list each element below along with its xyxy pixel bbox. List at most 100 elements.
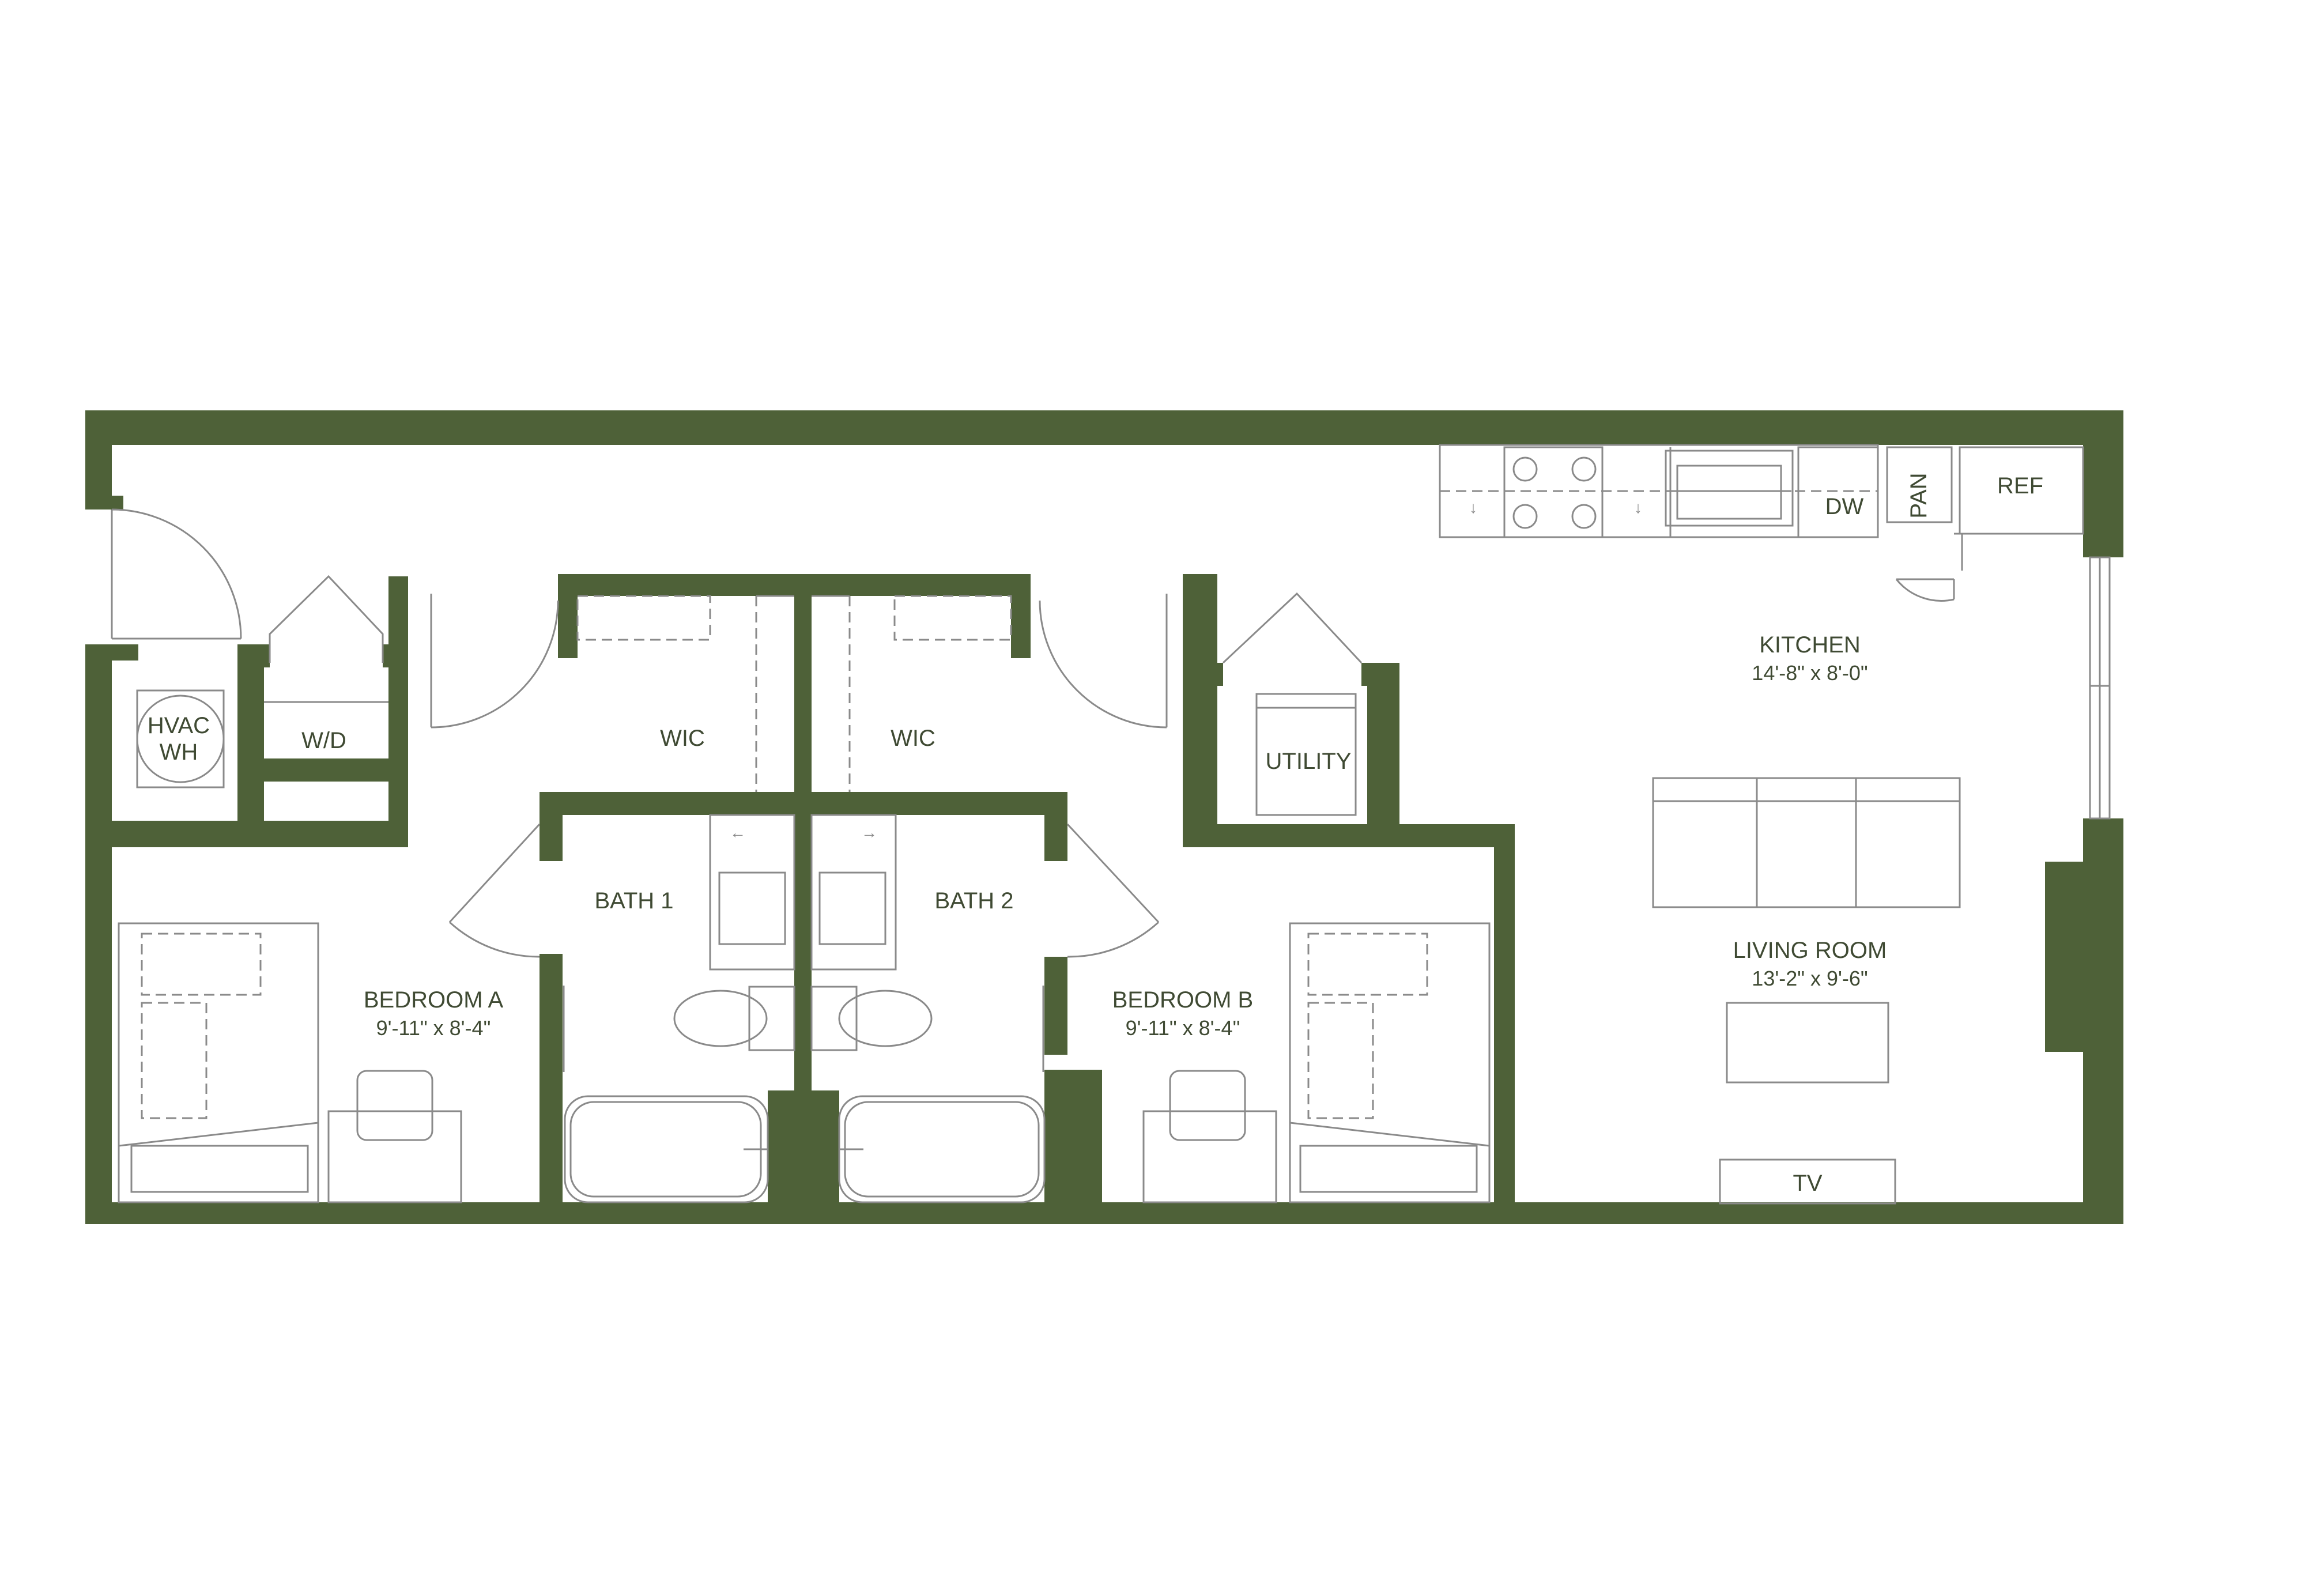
jamb-utility-right [1361, 663, 1367, 686]
arrow-icon: ↓ [1469, 499, 1477, 516]
wall-chase [768, 1090, 839, 1202]
bath2-tub[interactable] [838, 1095, 1046, 1203]
doors [111, 508, 1955, 1072]
bath2-door[interactable] [1066, 823, 1160, 958]
wic-shelves [576, 595, 1012, 792]
wall-utility-right [1367, 663, 1399, 830]
bath1-door[interactable] [448, 823, 541, 958]
wall-wic-right-stub [1011, 574, 1031, 658]
service-fixtures [136, 689, 1357, 816]
wic-right-door[interactable] [1039, 594, 1168, 729]
fireplace-pier [2045, 862, 2097, 1052]
bedroom-b-dim: 9'-11" x 8'-4" [1126, 1016, 1240, 1040]
wall-laundry-shelf [254, 758, 408, 782]
coffee-table [1726, 1002, 1889, 1084]
bedroom-a-furniture [118, 922, 462, 1203]
desk-a [327, 1110, 462, 1203]
bedroom-a-name: BEDROOM A [364, 987, 504, 1013]
hvac-unit [136, 689, 225, 788]
wall-bottom [85, 1202, 2123, 1224]
bath2-toilet-tank [810, 986, 858, 1051]
jamb-wd-left [264, 644, 270, 667]
living-furniture: TV [1652, 777, 1961, 1205]
pantry-door[interactable] [1895, 578, 1955, 602]
sofa [1652, 777, 1961, 908]
hvac-line1: HVAC [148, 713, 210, 738]
wall-bath2-right [1044, 792, 1067, 861]
burner [1571, 504, 1597, 529]
wall-top [85, 410, 2123, 445]
bedroom-b-furniture [1142, 922, 1491, 1203]
bath1-toilet-tank [748, 986, 795, 1051]
range [1503, 446, 1604, 538]
wic-left-name: WIC [660, 726, 705, 751]
dishwasher[interactable] [1797, 446, 1879, 538]
burner [1512, 456, 1538, 482]
tv-stand [1719, 1158, 1896, 1205]
wall-laundry-right [388, 576, 408, 847]
kitchen-name: KITCHEN [1759, 632, 1861, 658]
bath2-sink[interactable] [818, 871, 886, 945]
arrow-icon: ← [730, 824, 746, 841]
burner [1571, 456, 1597, 482]
bedroom-b-name: BEDROOM B [1112, 987, 1253, 1013]
arrow-icon: → [861, 824, 877, 841]
room-labels: KITCHEN 14'-8" x 8'-0" LIVING ROOM 13'-2… [148, 632, 1887, 1040]
bath1-vanity [709, 814, 795, 971]
hvac-line2: WH [160, 739, 198, 765]
bath1-sink[interactable] [718, 871, 786, 945]
bath2-toilet[interactable] [838, 990, 933, 1047]
wall-bath1-left-lower [540, 954, 563, 1202]
wall-bedroom-b-right [1494, 824, 1515, 1202]
jamb-wd-right [383, 644, 388, 667]
wall-bath2-right-lower [1044, 957, 1067, 1055]
utility-unit [1255, 693, 1357, 816]
bed-b [1289, 922, 1491, 1203]
bed-a [118, 922, 319, 1203]
wall-left-upper [85, 410, 112, 510]
wall-wic-left-stub [558, 574, 578, 658]
living-dim: 13'-2" x 9'-6" [1752, 967, 1867, 990]
wall-bath-top [540, 792, 1067, 815]
wall-hvac-top [85, 644, 138, 661]
refrigerator-label: REF [1997, 473, 2043, 499]
wic-right-name: WIC [891, 726, 935, 751]
dishwasher-label: DW [1825, 494, 1864, 519]
window-right [2089, 556, 2111, 820]
walls [85, 410, 2123, 1224]
entry-door[interactable] [111, 508, 242, 639]
water-heater [136, 695, 225, 783]
wall-right-upper [2083, 410, 2123, 557]
wall-utility-left [1183, 574, 1217, 845]
wall-hvac-right [237, 644, 264, 847]
wall-bath1-left [540, 792, 563, 861]
wd-name: W/D [301, 728, 346, 753]
chair-a [356, 1070, 433, 1141]
tv-label: TV [1793, 1171, 1822, 1196]
bath2-name: BATH 2 [934, 888, 1013, 914]
laundry-door[interactable] [269, 575, 384, 663]
wic-left-shelf [576, 595, 711, 641]
bath1-name: BATH 1 [594, 888, 673, 914]
living-name: LIVING ROOM [1733, 938, 1887, 963]
entry-jamb [112, 496, 123, 510]
pantry[interactable] [1886, 446, 1953, 523]
bath1-toilet[interactable] [673, 990, 768, 1047]
wall-left-lower [85, 644, 112, 1221]
bath1-tub[interactable] [564, 1095, 769, 1203]
kitchen-sink[interactable] [1665, 450, 1794, 527]
utility-door[interactable] [1222, 592, 1363, 664]
bedroom-a-dim: 9'-11" x 8'-4" [376, 1016, 491, 1040]
kitchen-fixtures: ↓ ↓ DW PAN REF [1439, 444, 2084, 571]
chair-b [1169, 1070, 1246, 1141]
bath2-vanity [810, 814, 897, 971]
kitchen-dim: 14'-8" x 8'-0" [1752, 661, 1867, 685]
bath-fixtures: ← → [564, 814, 1046, 1203]
arrow-icon: ↓ [1634, 499, 1642, 516]
wic-right-shelf [893, 595, 1012, 641]
burner [1512, 504, 1538, 529]
wic-left-door[interactable] [430, 594, 559, 729]
wall-bedroom-b-top [1183, 824, 1515, 847]
pantry-label: PAN [1906, 473, 1931, 518]
